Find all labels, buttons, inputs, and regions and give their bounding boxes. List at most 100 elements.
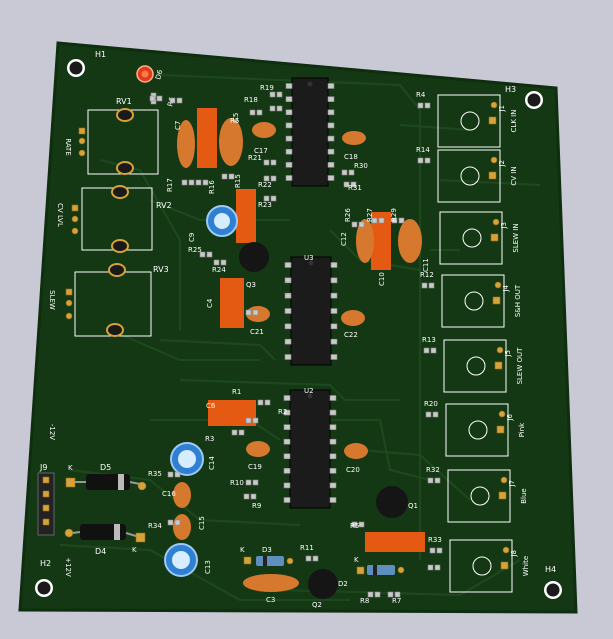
label-h4: H4 [545, 565, 556, 574]
label-r29: R29 [390, 208, 398, 222]
label-r16: R16 [208, 180, 216, 194]
label-r19: R19 [260, 84, 274, 92]
jack-label: CV IN [510, 166, 518, 185]
label-r34: R34 [148, 522, 162, 530]
label-r17: R17 [166, 178, 174, 192]
smd-pad [264, 399, 271, 406]
ic-pin [285, 135, 293, 142]
mounting-hole-h1: H1 [67, 50, 106, 77]
label-c10: C10 [378, 272, 386, 286]
ic-pin [283, 438, 291, 445]
smd-pad [351, 521, 358, 528]
smd-pad [350, 181, 357, 188]
ic-pin [284, 323, 292, 330]
label-c14: C14 [208, 456, 216, 470]
smd-pad [250, 493, 257, 500]
smd-pad [398, 217, 405, 224]
ic-pin [329, 409, 337, 416]
ic-pin [283, 424, 291, 430]
ic-pin [283, 497, 291, 503]
label-j6: J6 [506, 413, 514, 421]
label-r22: R22 [258, 181, 272, 189]
label-u3: U3 [304, 254, 314, 262]
ic-pin [327, 109, 335, 116]
smd-pad [245, 309, 252, 316]
ic-u2: U2 [289, 387, 331, 509]
ic-pin [285, 162, 293, 168]
label-r26: R26 [344, 208, 352, 222]
electrolytic-capacitors [164, 205, 238, 577]
smd-pad [188, 179, 195, 186]
ic-pin [284, 354, 292, 360]
jack-label: CLK IN [510, 110, 518, 133]
smd-pad [343, 181, 350, 188]
label-c16: C16 [162, 490, 176, 498]
label-d2-k: K [354, 556, 359, 564]
jack-label: S&H OUT [514, 284, 522, 317]
jack-label: SLEW OUT [516, 347, 524, 385]
smd-pad [269, 91, 276, 98]
smd-pad [371, 217, 378, 224]
ic-pin [327, 122, 335, 129]
smd-pad [358, 521, 365, 528]
diode-d3 [243, 556, 294, 566]
smd-pad [249, 109, 256, 116]
label-c7: C7 [174, 121, 182, 130]
smd-pad [256, 109, 263, 116]
label-j3: J3 [500, 222, 508, 230]
smd-pad [257, 399, 264, 406]
ic-pin [327, 175, 335, 181]
label-r25: R25 [188, 246, 202, 254]
ic-pin [329, 468, 337, 474]
smd-pad [270, 159, 277, 166]
label-r4: R4 [416, 91, 426, 99]
label-j2: J2 [498, 160, 506, 168]
label-c13: C13 [204, 560, 212, 574]
ic-pin [327, 83, 335, 89]
label-r14: R14 [416, 146, 430, 154]
label-h3: H3 [505, 85, 516, 94]
label-r3: R3 [205, 435, 214, 443]
smd-pad [276, 91, 283, 98]
label-r27: R27 [366, 208, 374, 222]
label-c18: C18 [344, 153, 358, 161]
ic-pin [285, 122, 293, 129]
ic-pin [330, 262, 338, 268]
label-c4: C4 [206, 298, 214, 308]
label-u2: U2 [304, 387, 314, 395]
label-d3-k: K [240, 546, 245, 554]
smd-pad [199, 251, 206, 258]
ic-pin [285, 96, 293, 102]
smd-pad [270, 175, 277, 182]
label-r5-top: R5 [230, 117, 239, 125]
label-d2: D2 [338, 580, 348, 588]
ic-pin [330, 292, 338, 299]
smd-pad [263, 159, 270, 166]
ic-pin [284, 308, 292, 314]
jack-label: Blue [520, 488, 528, 504]
ic-pin [330, 323, 338, 330]
label-c17: C17 [254, 147, 268, 155]
ic-pin [283, 468, 291, 474]
label-c20: C20 [346, 466, 360, 474]
label-r10: R10 [230, 479, 244, 487]
ceramic-capacitors [173, 118, 422, 592]
ic-pin [284, 338, 292, 345]
ic-pins [283, 83, 338, 503]
label-rv1: RV1 [116, 97, 132, 106]
label-r20: R20 [424, 400, 438, 408]
label-j8: J8 [510, 550, 518, 558]
ic-u4 [291, 77, 329, 187]
label-c6: C6 [206, 402, 216, 410]
smd-pad [221, 173, 228, 180]
pot-rv2: RV2 CV LVL [56, 185, 172, 253]
ic-pin [327, 148, 335, 155]
smd-pad [312, 555, 319, 562]
smd-pad [276, 105, 283, 112]
label-r15: R15 [234, 174, 242, 188]
smd-pad [206, 251, 213, 258]
smd-pad [351, 221, 358, 228]
